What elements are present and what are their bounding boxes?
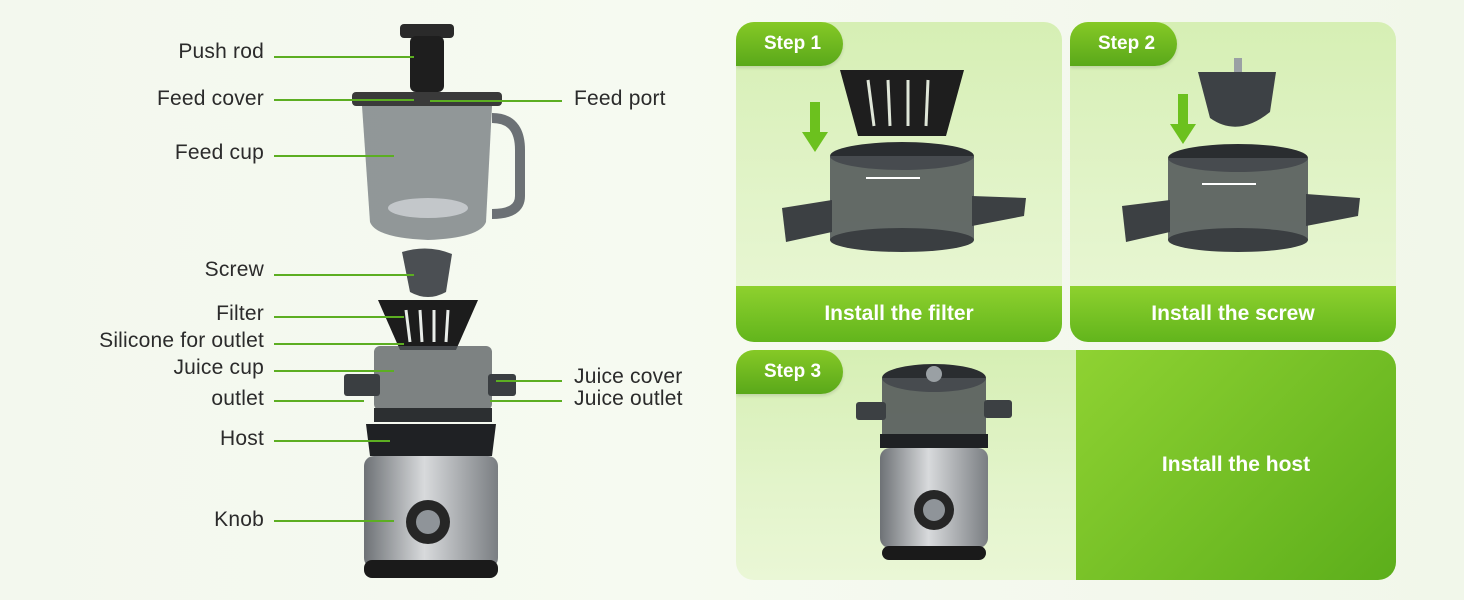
leader-line	[274, 440, 390, 442]
step-1-caption: Install the filter	[736, 286, 1062, 342]
label-feed-cup: Feed cup	[174, 141, 264, 164]
step-1-badge: Step 1	[736, 22, 844, 66]
label-juice-cover: Juice cover	[574, 365, 683, 388]
step-3-panel: Step 3 Install the host	[736, 350, 1396, 580]
label-outlet: outlet	[211, 387, 264, 410]
step-2-panel: Step 2 Install the screw	[1070, 22, 1396, 342]
leader-line	[274, 343, 404, 345]
label-host: Host	[220, 427, 264, 450]
step-3-badge: Step 3	[736, 350, 844, 394]
leader-line	[274, 56, 414, 58]
label-push-rod: Push rod	[178, 40, 264, 63]
label-juice-outlet: Juice outlet	[574, 387, 683, 410]
host-install-illustration	[856, 364, 1012, 560]
leader-line	[430, 100, 562, 102]
label-feed-cover: Feed cover	[156, 87, 264, 110]
leader-line	[274, 520, 394, 522]
label-silicone-for-outlet: Silicone for outlet	[99, 329, 264, 352]
leader-line	[274, 99, 414, 101]
leader-line	[490, 400, 562, 402]
step-2-caption: Install the screw	[1070, 286, 1396, 342]
juicer-exploded-illustration	[344, 24, 525, 578]
leader-line	[274, 316, 404, 318]
screw-install-illustration	[1122, 58, 1360, 252]
label-filter: Filter	[216, 302, 264, 325]
filter-install-illustration	[782, 70, 1026, 252]
step-3-caption: Install the host	[1076, 350, 1396, 580]
label-knob: Knob	[214, 508, 264, 531]
label-feed-port: Feed port	[574, 87, 666, 110]
leader-line	[496, 380, 562, 382]
leader-line	[274, 274, 414, 276]
leader-line	[274, 155, 394, 157]
step-2-badge: Step 2	[1070, 22, 1178, 66]
step-1-panel: Step 1 Install the filter	[736, 22, 1062, 342]
label-screw: Screw	[204, 258, 264, 281]
label-juice-cup: Juice cup	[173, 356, 264, 379]
leader-line	[274, 400, 364, 402]
leader-line	[274, 370, 394, 372]
